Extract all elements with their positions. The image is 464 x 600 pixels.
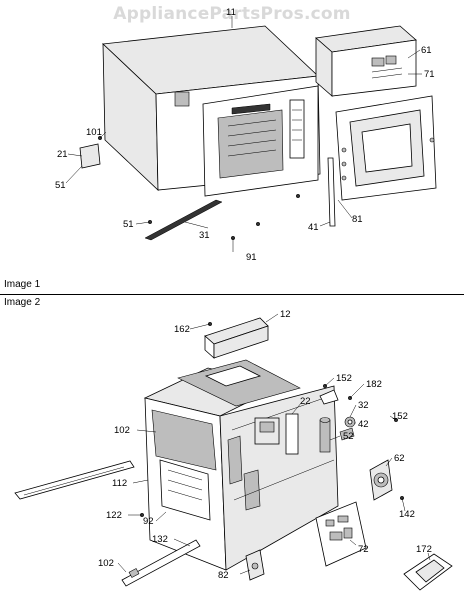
part-label: 182: [366, 379, 382, 390]
leader-lines-image1: [65, 16, 422, 252]
part-label: 132: [152, 534, 168, 545]
chassis-frame: [143, 359, 339, 571]
part-label: 101: [86, 127, 102, 138]
part-label: 152: [336, 373, 352, 384]
oven-door: [335, 95, 437, 201]
part-label: 31: [199, 230, 210, 241]
part-label: 61: [421, 45, 432, 56]
part-labels-image2: 162 12 152 182 22 32 42 152 102 52 62 11…: [98, 309, 432, 581]
capacitor-and-fuse: [285, 413, 331, 455]
outer-wrapper-cover: [315, 25, 417, 97]
part-label: 92: [143, 516, 154, 527]
bottom-trim-rail: [144, 199, 223, 241]
part-label: 42: [358, 419, 369, 430]
part-label: 11: [226, 7, 236, 18]
side-panel-bracket: [79, 143, 101, 169]
control-board: [315, 501, 367, 567]
handle-bracket: [403, 553, 453, 591]
leader-lines-image2: [117, 313, 431, 575]
watermark: AppliancePartsPros.com: [113, 4, 351, 24]
section-label-image-1: Image 1: [4, 279, 41, 290]
part-label: 112: [112, 478, 127, 489]
part-label: 12: [280, 309, 291, 320]
left-side-rail: [14, 460, 135, 500]
part-label: 62: [394, 453, 405, 464]
door-seal-strip: [327, 157, 336, 227]
part-label: 22: [300, 396, 311, 407]
stirrer-motor: [369, 459, 393, 501]
part-label: 51: [55, 180, 66, 191]
part-label: 72: [358, 544, 369, 555]
part-label: 122: [106, 510, 122, 521]
part-label: 71: [424, 69, 435, 80]
part-label: 142: [399, 509, 415, 520]
part-label: 82: [218, 570, 229, 581]
part-labels-image1: 11 61 71 101 21 51 51 31 91 41 81: [55, 7, 435, 263]
waveguide-assembly: [204, 317, 269, 359]
part-label: 102: [114, 425, 130, 436]
section-divider: [0, 294, 464, 295]
part-label: 91: [246, 252, 257, 263]
bottom-side-rail: [121, 539, 201, 587]
part-label: 52: [343, 431, 354, 442]
part-label: 32: [358, 400, 369, 411]
magnetron-assembly: [254, 417, 280, 445]
part-label: 51: [123, 219, 134, 230]
section-label-image-2: Image 2: [4, 297, 41, 308]
part-label: 162: [174, 324, 190, 335]
small-bracket-parts: [319, 389, 356, 441]
part-label: 152: [392, 411, 408, 422]
door-latch-part: [245, 549, 265, 581]
part-label: 21: [57, 149, 68, 160]
part-label: 41: [308, 222, 319, 233]
part-label: 102: [98, 558, 114, 569]
part-label: 81: [352, 214, 363, 225]
oven-cabinet: [102, 25, 321, 197]
part-label: 172: [416, 544, 432, 555]
